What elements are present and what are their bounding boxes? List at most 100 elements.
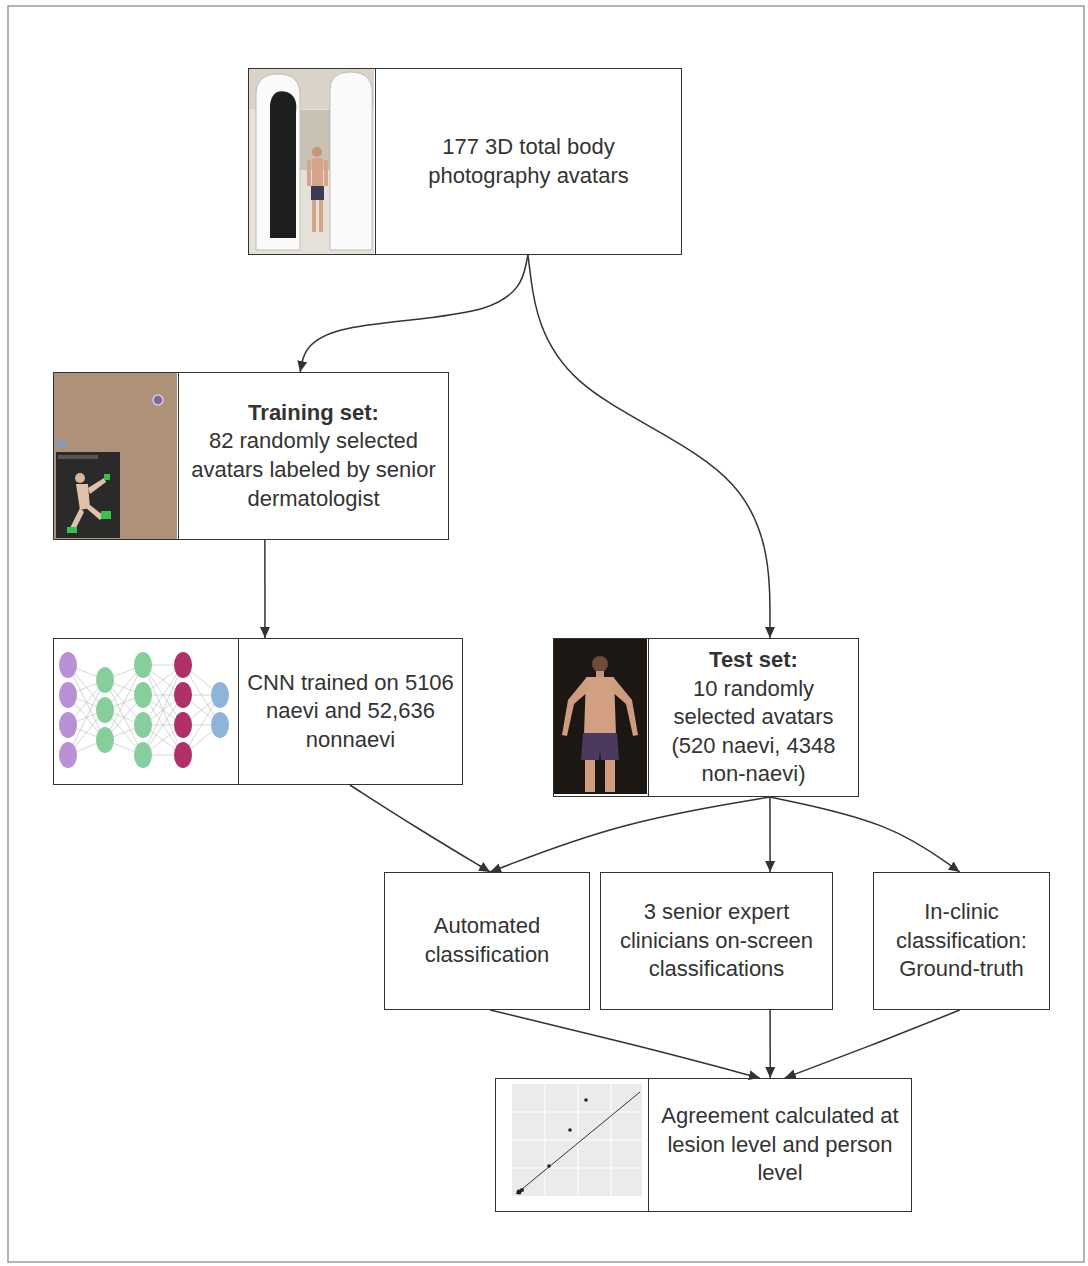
illustration-part: [143, 665, 183, 755]
connector-arrow: [264, 540, 266, 638]
neural-network-nodes: [59, 652, 229, 768]
illustration-part: [211, 682, 229, 708]
illustration-part: [211, 712, 229, 738]
illustration-part: [330, 72, 372, 250]
method-box: 3 senior expert clinicians on-screen cla…: [600, 872, 833, 1010]
method-box: In-clinic classification: Ground-truth: [873, 872, 1050, 1010]
illustration-part: [605, 760, 615, 792]
illustration-part: [56, 440, 66, 448]
method-box: Automated classification: [384, 872, 590, 1010]
box-label: In-clinic classification: Ground-truth: [882, 898, 1041, 984]
connector-arrow: [350, 785, 490, 872]
skin-photo: [54, 373, 177, 539]
connectors: [265, 255, 960, 1078]
illustration-part: [76, 484, 90, 510]
booth-photo: [249, 69, 374, 254]
image-panel: [249, 69, 376, 254]
illustration-part: [312, 158, 323, 188]
connector-arrow: [490, 797, 770, 872]
illustration-part: [54, 373, 177, 539]
illustration-part: [568, 1128, 572, 1132]
illustration-part: [520, 1188, 524, 1192]
box-heading: Training set:: [248, 399, 379, 428]
illustration-part: [134, 742, 152, 768]
illustration-part: [96, 667, 114, 693]
box-label: 177 3D total body photography avatars: [384, 133, 673, 190]
box-label: 10 randomly selected avatars (520 naevi,…: [657, 675, 850, 789]
illustration-part: [592, 656, 608, 672]
image-panel: [496, 1079, 649, 1211]
illustration-part: [512, 1168, 642, 1169]
illustration-part: [256, 74, 300, 250]
illustration-part: [584, 1098, 588, 1102]
illustration-part: [585, 760, 595, 792]
illustration-part: [59, 652, 77, 678]
illustration-part: [312, 147, 322, 157]
illustration-part: [319, 200, 323, 232]
text-area: Training set:82 randomly selected avatar…: [179, 373, 448, 539]
illustration-part: [584, 677, 616, 735]
text-area: In-clinic classification: Ground-truth: [874, 873, 1049, 1009]
box-label: 3 senior expert clinicians on-screen cla…: [609, 898, 824, 984]
illustration-part: [249, 69, 374, 254]
illustration-part: [581, 733, 619, 760]
illustration-part: [54, 373, 177, 539]
connector-arrow: [770, 797, 960, 872]
illustration-part: [512, 1084, 642, 1196]
illustration-part: [96, 697, 114, 723]
illustration-part: [68, 665, 220, 755]
avatar-photo: [554, 639, 647, 794]
scatter-plot-icon: [496, 1079, 647, 1211]
illustration-part: [174, 712, 192, 738]
connector-arrow: [785, 1010, 960, 1078]
illustration-part: [67, 527, 77, 533]
result-box: Agreement calculated at lesion level and…: [495, 1078, 912, 1212]
box-heading: Test set:: [709, 646, 798, 675]
text-area: Agreement calculated at lesion level and…: [649, 1079, 911, 1211]
illustration-part: [554, 639, 647, 794]
illustration-part: [153, 395, 163, 405]
illustration-part: [512, 1112, 642, 1113]
text-area: 3 senior expert clinicians on-screen cla…: [601, 873, 832, 1009]
illustration-part: [104, 474, 110, 480]
source-box: 177 3D total body photography avatars: [248, 68, 682, 255]
illustration-part: [143, 665, 183, 755]
illustration-part: [59, 682, 77, 708]
illustration-part: [324, 160, 328, 186]
text-area: Test set:10 randomly selected avatars (5…: [649, 639, 858, 796]
illustration-part: [610, 678, 638, 736]
image-panel: [54, 373, 179, 539]
illustration-part: [311, 186, 324, 200]
illustration-part: [70, 508, 84, 530]
illustration-part: [59, 712, 77, 738]
text-area: 177 3D total body photography avatars: [376, 69, 681, 254]
illustration-part: [101, 511, 111, 519]
illustration-part: [134, 712, 152, 738]
illustration-part: [307, 160, 311, 186]
box-label: Automated classification: [393, 912, 581, 969]
illustration-part: [547, 1164, 551, 1168]
illustration-part: [562, 678, 590, 736]
illustration-part: [59, 742, 77, 768]
illustration-part: [496, 1079, 647, 1211]
illustration-part: [174, 682, 192, 708]
process-box: CNN trained on 5106 naevi and 52,636 non…: [53, 638, 463, 785]
illustration-part: [134, 652, 152, 678]
box-label: Agreement calculated at lesion level and…: [657, 1102, 903, 1188]
connector-arrow: [769, 1010, 771, 1078]
process-box: Training set:82 randomly selected avatar…: [53, 372, 449, 540]
illustration-part: [96, 727, 114, 753]
illustration-part: [596, 671, 604, 677]
image-panel: [554, 639, 649, 796]
connector-arrow: [528, 255, 770, 638]
image-panel: [54, 639, 239, 784]
connector-arrow: [300, 255, 528, 372]
connector-arrow: [769, 797, 771, 872]
illustration-part: [312, 200, 316, 232]
box-label: CNN trained on 5106 naevi and 52,636 non…: [247, 669, 454, 755]
box-label: 82 randomly selected avatars labeled by …: [187, 427, 440, 513]
connector-arrow: [490, 1010, 760, 1078]
